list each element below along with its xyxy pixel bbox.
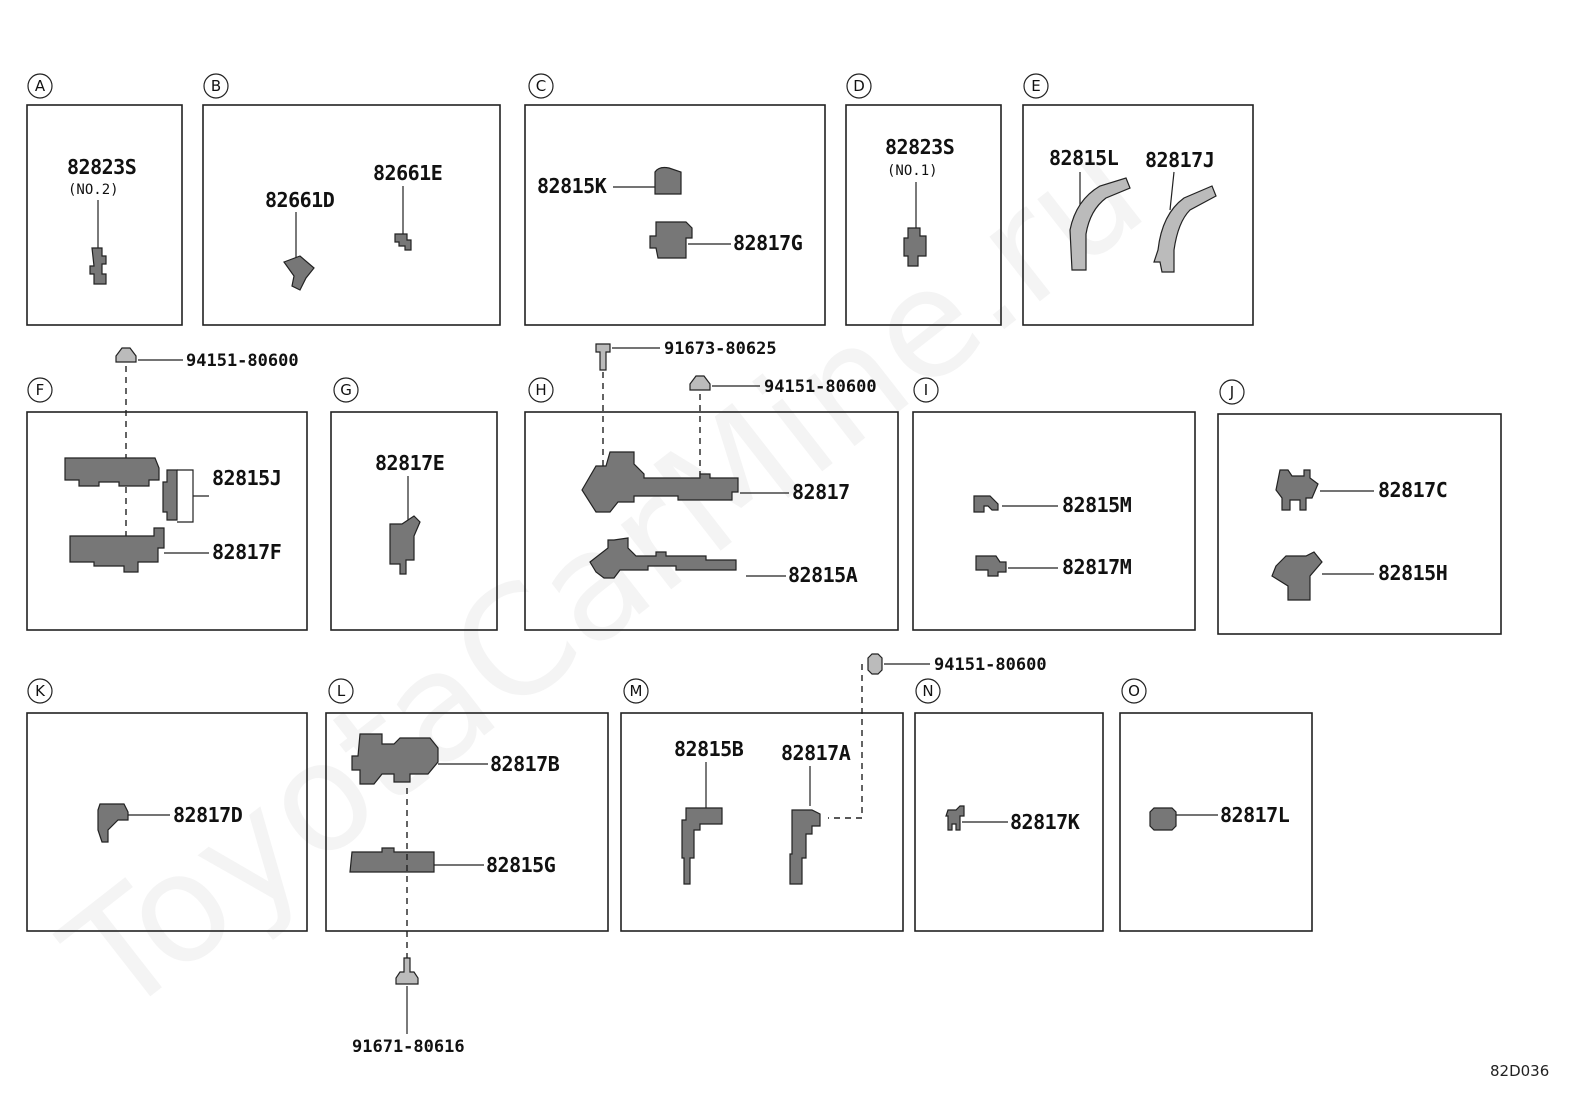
part-label: 82815J bbox=[212, 466, 281, 490]
wire-clamp-icon bbox=[1153, 185, 1217, 273]
wire-clamp-icon bbox=[681, 807, 723, 885]
panel-letter: A bbox=[35, 77, 46, 95]
wire-clamp-icon bbox=[64, 457, 160, 487]
panel-letter: G bbox=[340, 381, 352, 399]
part-label: 82815B bbox=[674, 737, 744, 761]
wire-clamp-icon bbox=[69, 527, 165, 573]
part-label: 82817D bbox=[173, 803, 243, 827]
panel-letter: L bbox=[337, 682, 346, 700]
panel-letter: E bbox=[1031, 77, 1040, 95]
panel-k: K 82817D bbox=[26, 678, 308, 932]
fastener-label: 94151-80600 bbox=[934, 655, 1047, 675]
panel-i: I 82815M 82817M bbox=[912, 377, 1196, 631]
panel-e: E 82815L 82817J bbox=[1022, 73, 1254, 326]
part-label: 82815H bbox=[1378, 561, 1447, 585]
wire-clamp-icon bbox=[1275, 469, 1319, 511]
fastener-label: 91673-80625 bbox=[664, 339, 777, 359]
panel-letter: F bbox=[36, 381, 45, 399]
panel-letter: O bbox=[1128, 682, 1140, 700]
wire-clamp-icon bbox=[97, 803, 129, 843]
part-label: 82661D bbox=[265, 188, 335, 212]
panel-a: A 82823S (NO.2) bbox=[26, 73, 183, 326]
panel-letter: C bbox=[536, 77, 546, 95]
wire-clamp-icon bbox=[789, 809, 821, 885]
part-label: 82815M bbox=[1062, 493, 1132, 517]
part-label: 82817G bbox=[733, 231, 803, 255]
nut-icon bbox=[867, 653, 883, 675]
part-label: 82817L bbox=[1220, 803, 1290, 827]
panel-j: J 82817C 82815H bbox=[1217, 379, 1502, 635]
part-label: 82817C bbox=[1378, 478, 1447, 502]
nut-icon bbox=[689, 375, 711, 391]
part-label: 82817E bbox=[375, 451, 444, 475]
panel-n: N 82817K bbox=[914, 678, 1104, 932]
wire-clamp-icon bbox=[654, 166, 682, 195]
part-label: 82815G bbox=[486, 853, 556, 877]
fastener-h-nut: 94151-80600 bbox=[689, 375, 877, 480]
wire-clamp-icon bbox=[649, 221, 693, 259]
panel-letter: H bbox=[535, 381, 546, 399]
fastener-m: 94151-80600 bbox=[828, 653, 1047, 819]
panel-c: C 82815K 82817G bbox=[524, 73, 826, 326]
part-label: 82661E bbox=[373, 161, 442, 185]
wire-clamp-icon bbox=[162, 469, 178, 521]
panel-letter: I bbox=[924, 381, 928, 399]
part-label: 82817J bbox=[1145, 148, 1214, 172]
panel-letter: K bbox=[35, 682, 46, 700]
panel-letter: N bbox=[922, 682, 933, 700]
part-label: 82817F bbox=[212, 540, 281, 564]
diagram-ref: 82D036 bbox=[1490, 1062, 1549, 1080]
panel-b: B 82661D 82661E bbox=[202, 73, 501, 326]
part-note: (NO.2) bbox=[68, 182, 119, 198]
part-label: 82823S bbox=[885, 135, 954, 159]
wire-clamp-icon bbox=[1069, 177, 1131, 271]
wire-clamp-icon bbox=[973, 495, 999, 513]
part-label: 82817B bbox=[490, 752, 560, 776]
fastener-label: 91671-80616 bbox=[352, 1037, 465, 1057]
panel-o: O 82817L bbox=[1119, 678, 1313, 932]
wire-clamp-icon bbox=[589, 537, 737, 579]
panel-m: M 82815B 82817A bbox=[620, 678, 904, 932]
panel-f: F 82815J 82817F bbox=[26, 377, 308, 631]
part-label: 82817M bbox=[1062, 555, 1132, 579]
wire-clamp-icon bbox=[89, 247, 107, 285]
panel-l: L 82817B 82815G bbox=[325, 678, 609, 960]
panel-h: H 82817 82815A bbox=[524, 377, 899, 631]
wire-clamp-icon bbox=[349, 847, 435, 873]
panel-d: D 82823S (NO.1) bbox=[845, 73, 1002, 326]
part-label: 82815A bbox=[788, 563, 858, 587]
panel-letter: B bbox=[211, 77, 221, 95]
fastener-l: 91671-80616 bbox=[352, 957, 465, 1057]
fastener-f: 94151-80600 bbox=[115, 347, 299, 555]
part-label: 82817K bbox=[1010, 810, 1080, 834]
bolt-icon bbox=[395, 957, 419, 985]
bolt-icon bbox=[595, 343, 611, 371]
part-label: 82815K bbox=[537, 174, 607, 198]
fastener-label: 94151-80600 bbox=[186, 351, 299, 371]
wire-clamp-icon bbox=[283, 255, 315, 291]
wire-clamp-icon bbox=[945, 805, 965, 831]
wire-clamp-icon bbox=[1271, 551, 1323, 601]
nut-icon bbox=[115, 347, 137, 363]
wire-clamp-icon bbox=[581, 451, 739, 513]
part-label: 82817 bbox=[792, 480, 850, 504]
panel-letter: M bbox=[630, 682, 643, 700]
part-label: 82815L bbox=[1049, 146, 1119, 170]
panel-g: G 82817E bbox=[330, 377, 498, 631]
wire-clamp-icon bbox=[351, 733, 439, 785]
panel-letter: D bbox=[853, 77, 865, 95]
wire-clamp-icon bbox=[903, 227, 927, 267]
wire-clamp-icon bbox=[394, 233, 412, 251]
part-label: 82823S bbox=[67, 155, 136, 179]
fastener-h-bolt: 91673-80625 bbox=[595, 339, 777, 470]
part-note: (NO.1) bbox=[887, 163, 938, 179]
wire-clamp-icon bbox=[975, 555, 1007, 577]
wire-clamp-icon bbox=[389, 515, 421, 575]
panel-letter: J bbox=[1229, 383, 1234, 401]
part-label: 82817A bbox=[781, 741, 851, 765]
fastener-label: 94151-80600 bbox=[764, 377, 877, 397]
wire-clamp-icon bbox=[1149, 807, 1177, 831]
